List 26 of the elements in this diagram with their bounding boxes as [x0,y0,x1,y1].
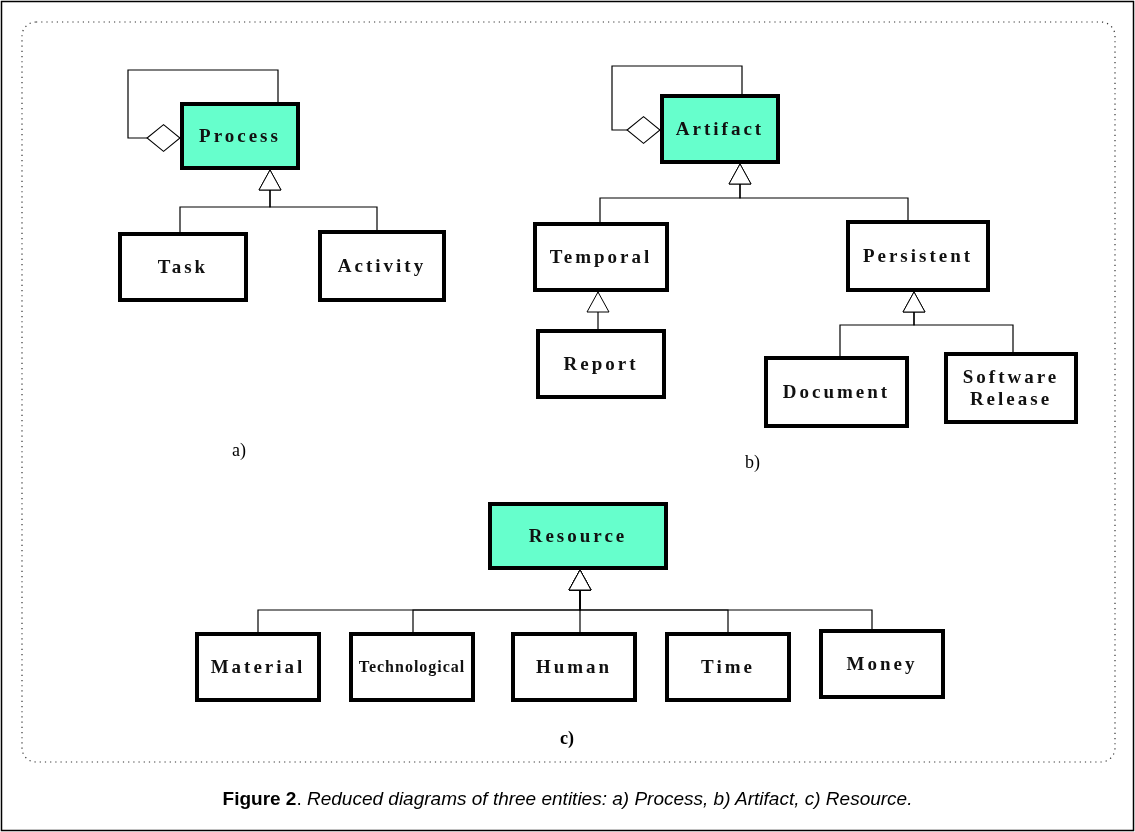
aggregation-connector [127,69,279,152]
panel-label: a) [232,440,246,461]
class-box: Task [118,232,248,302]
class-box: Human [511,632,637,702]
class-box-highlighted: Artifact [660,94,780,164]
class-box: Material [195,632,321,702]
class-box: Persistent [846,220,990,292]
figure-caption: Figure 2. Reduced diagrams of three entities: a) Process, b) Artifact, c) Resource. [222,788,913,809]
class-box: Time [665,632,791,702]
class-box-highlighted: Process [180,102,300,170]
class-box-highlighted: Resource [488,502,668,570]
panel-label: c) [560,728,574,749]
class-box: Software Release [944,352,1078,424]
generalization-arrow [258,169,378,231]
class-box: Technological [349,632,475,702]
class-box: Money [819,629,945,699]
generalization-arrow [568,569,873,630]
class-box: Document [764,356,909,428]
class-box: Report [536,329,666,399]
panel-label: b) [745,452,760,473]
generalization-arrow [586,291,610,330]
generalization-arrow [728,163,909,221]
class-box: Activity [318,230,446,302]
class-box: Temporal [533,222,669,292]
generalization-arrow [902,291,1014,353]
aggregation-connector [611,65,743,144]
